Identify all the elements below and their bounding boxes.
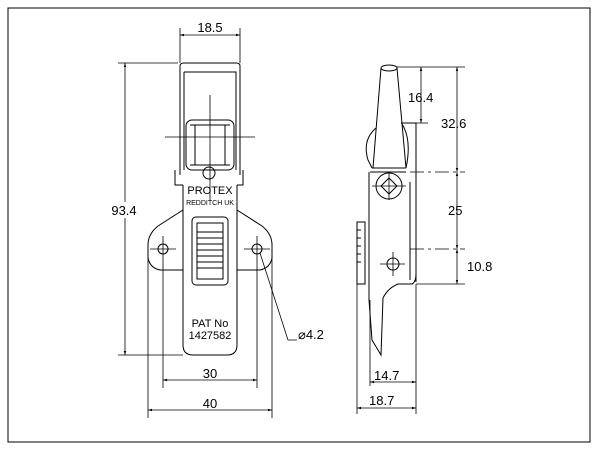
front-view: PROTEX REDDITCH UK PAT No 1427582: [147, 62, 273, 356]
front-dimensions: 18.5 93.4 30 40 ⌀4.2: [108, 20, 324, 418]
side-dimensions: 16.4 32.6 25 10.8 14.7 18.7: [356, 66, 492, 414]
patent-label: PAT No: [192, 318, 229, 330]
patent-number: 1427582: [189, 330, 232, 342]
lever: [372, 67, 407, 169]
dim-tip-to-pivot: 32.6: [441, 116, 466, 131]
brand-label: PROTEX: [187, 185, 233, 197]
body-outline: [182, 185, 238, 356]
dim-tip-to-strap: 16.4: [408, 90, 433, 105]
dim-hole-diameter: ⌀4.2: [298, 327, 324, 342]
drawing-border: [7, 7, 591, 443]
maker-label: REDDITCH UK: [186, 200, 234, 207]
dim-hole-spacing: 30: [203, 366, 217, 381]
dim-overall-height: 93.4: [111, 203, 136, 218]
dim-overall-depth: 18.7: [369, 393, 394, 408]
dim-overall-width: 40: [203, 396, 217, 411]
dim-body-depth: 14.7: [374, 368, 399, 383]
strap-outline: [179, 62, 241, 175]
dim-hole-to-base: 10.8: [467, 259, 492, 274]
side-view: [356, 64, 417, 357]
mounting-wings: [147, 209, 273, 271]
dim-pivot-to-hole: 25: [448, 203, 462, 218]
dim-strap-width: 18.5: [197, 20, 222, 35]
